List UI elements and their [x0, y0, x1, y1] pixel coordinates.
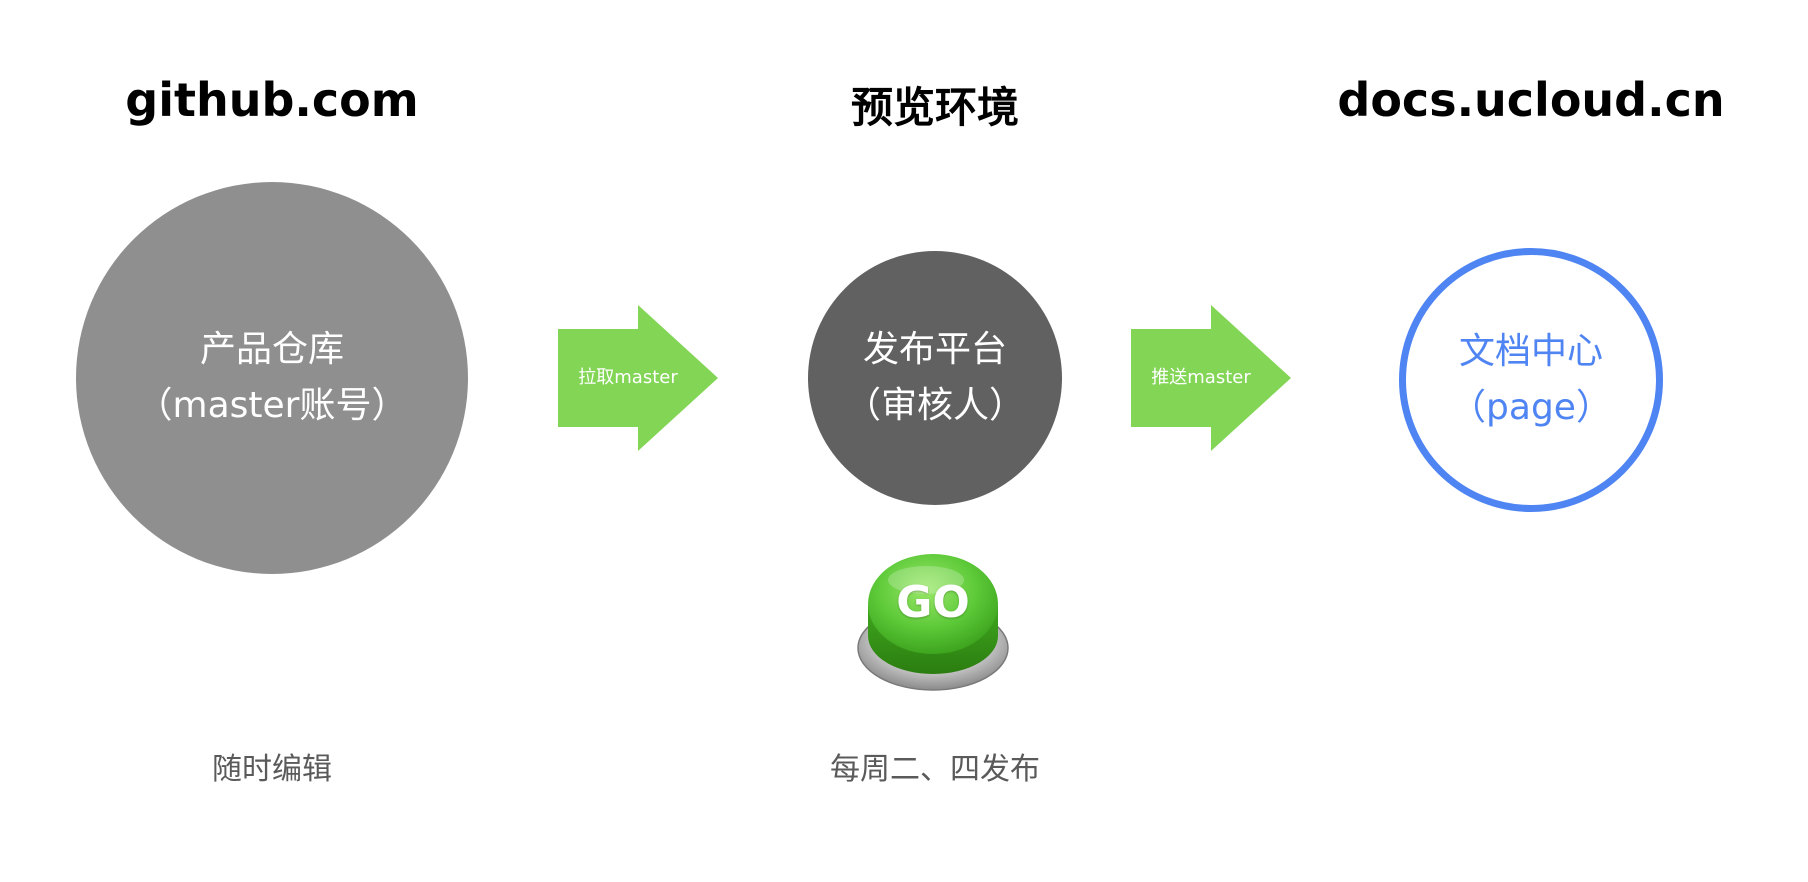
arrow-right-icon	[558, 305, 718, 451]
arrow-pull-label: 拉取master	[578, 367, 678, 388]
go-button[interactable]: GO	[856, 548, 1010, 698]
arrow-pull-master: 拉取master	[558, 305, 718, 451]
go-button-icon	[857, 554, 1009, 691]
node-release-platform-title: 发布平台	[862, 329, 1007, 370]
arrow-push-label: 推送master	[1151, 367, 1251, 388]
arrow-push-master: 推送master	[1131, 305, 1291, 451]
go-button-label: GO	[896, 577, 970, 628]
node-docs-center-subtitle: （page）	[1450, 387, 1612, 428]
node-release-platform-subtitle: （审核人）	[844, 385, 1025, 426]
node-release-platform: 发布平台 （审核人）	[808, 251, 1062, 505]
node-product-repo-title: 产品仓库	[199, 329, 344, 370]
node-docs-center-title: 文档中心	[1458, 331, 1603, 372]
heading-github: github.com	[125, 73, 419, 127]
node-docs-center: 文档中心 （page）	[1399, 248, 1663, 512]
node-product-repo: 产品仓库 （master账号）	[76, 182, 468, 574]
caption-release-schedule: 每周二、四发布	[830, 752, 1040, 787]
heading-docs-site: docs.ucloud.cn	[1337, 73, 1725, 127]
caption-edit-anytime: 随时编辑	[212, 752, 332, 787]
heading-preview-env: 预览环境	[850, 83, 1019, 132]
arrow-right-icon	[1131, 305, 1291, 451]
node-product-repo-subtitle: （master账号）	[136, 385, 408, 426]
